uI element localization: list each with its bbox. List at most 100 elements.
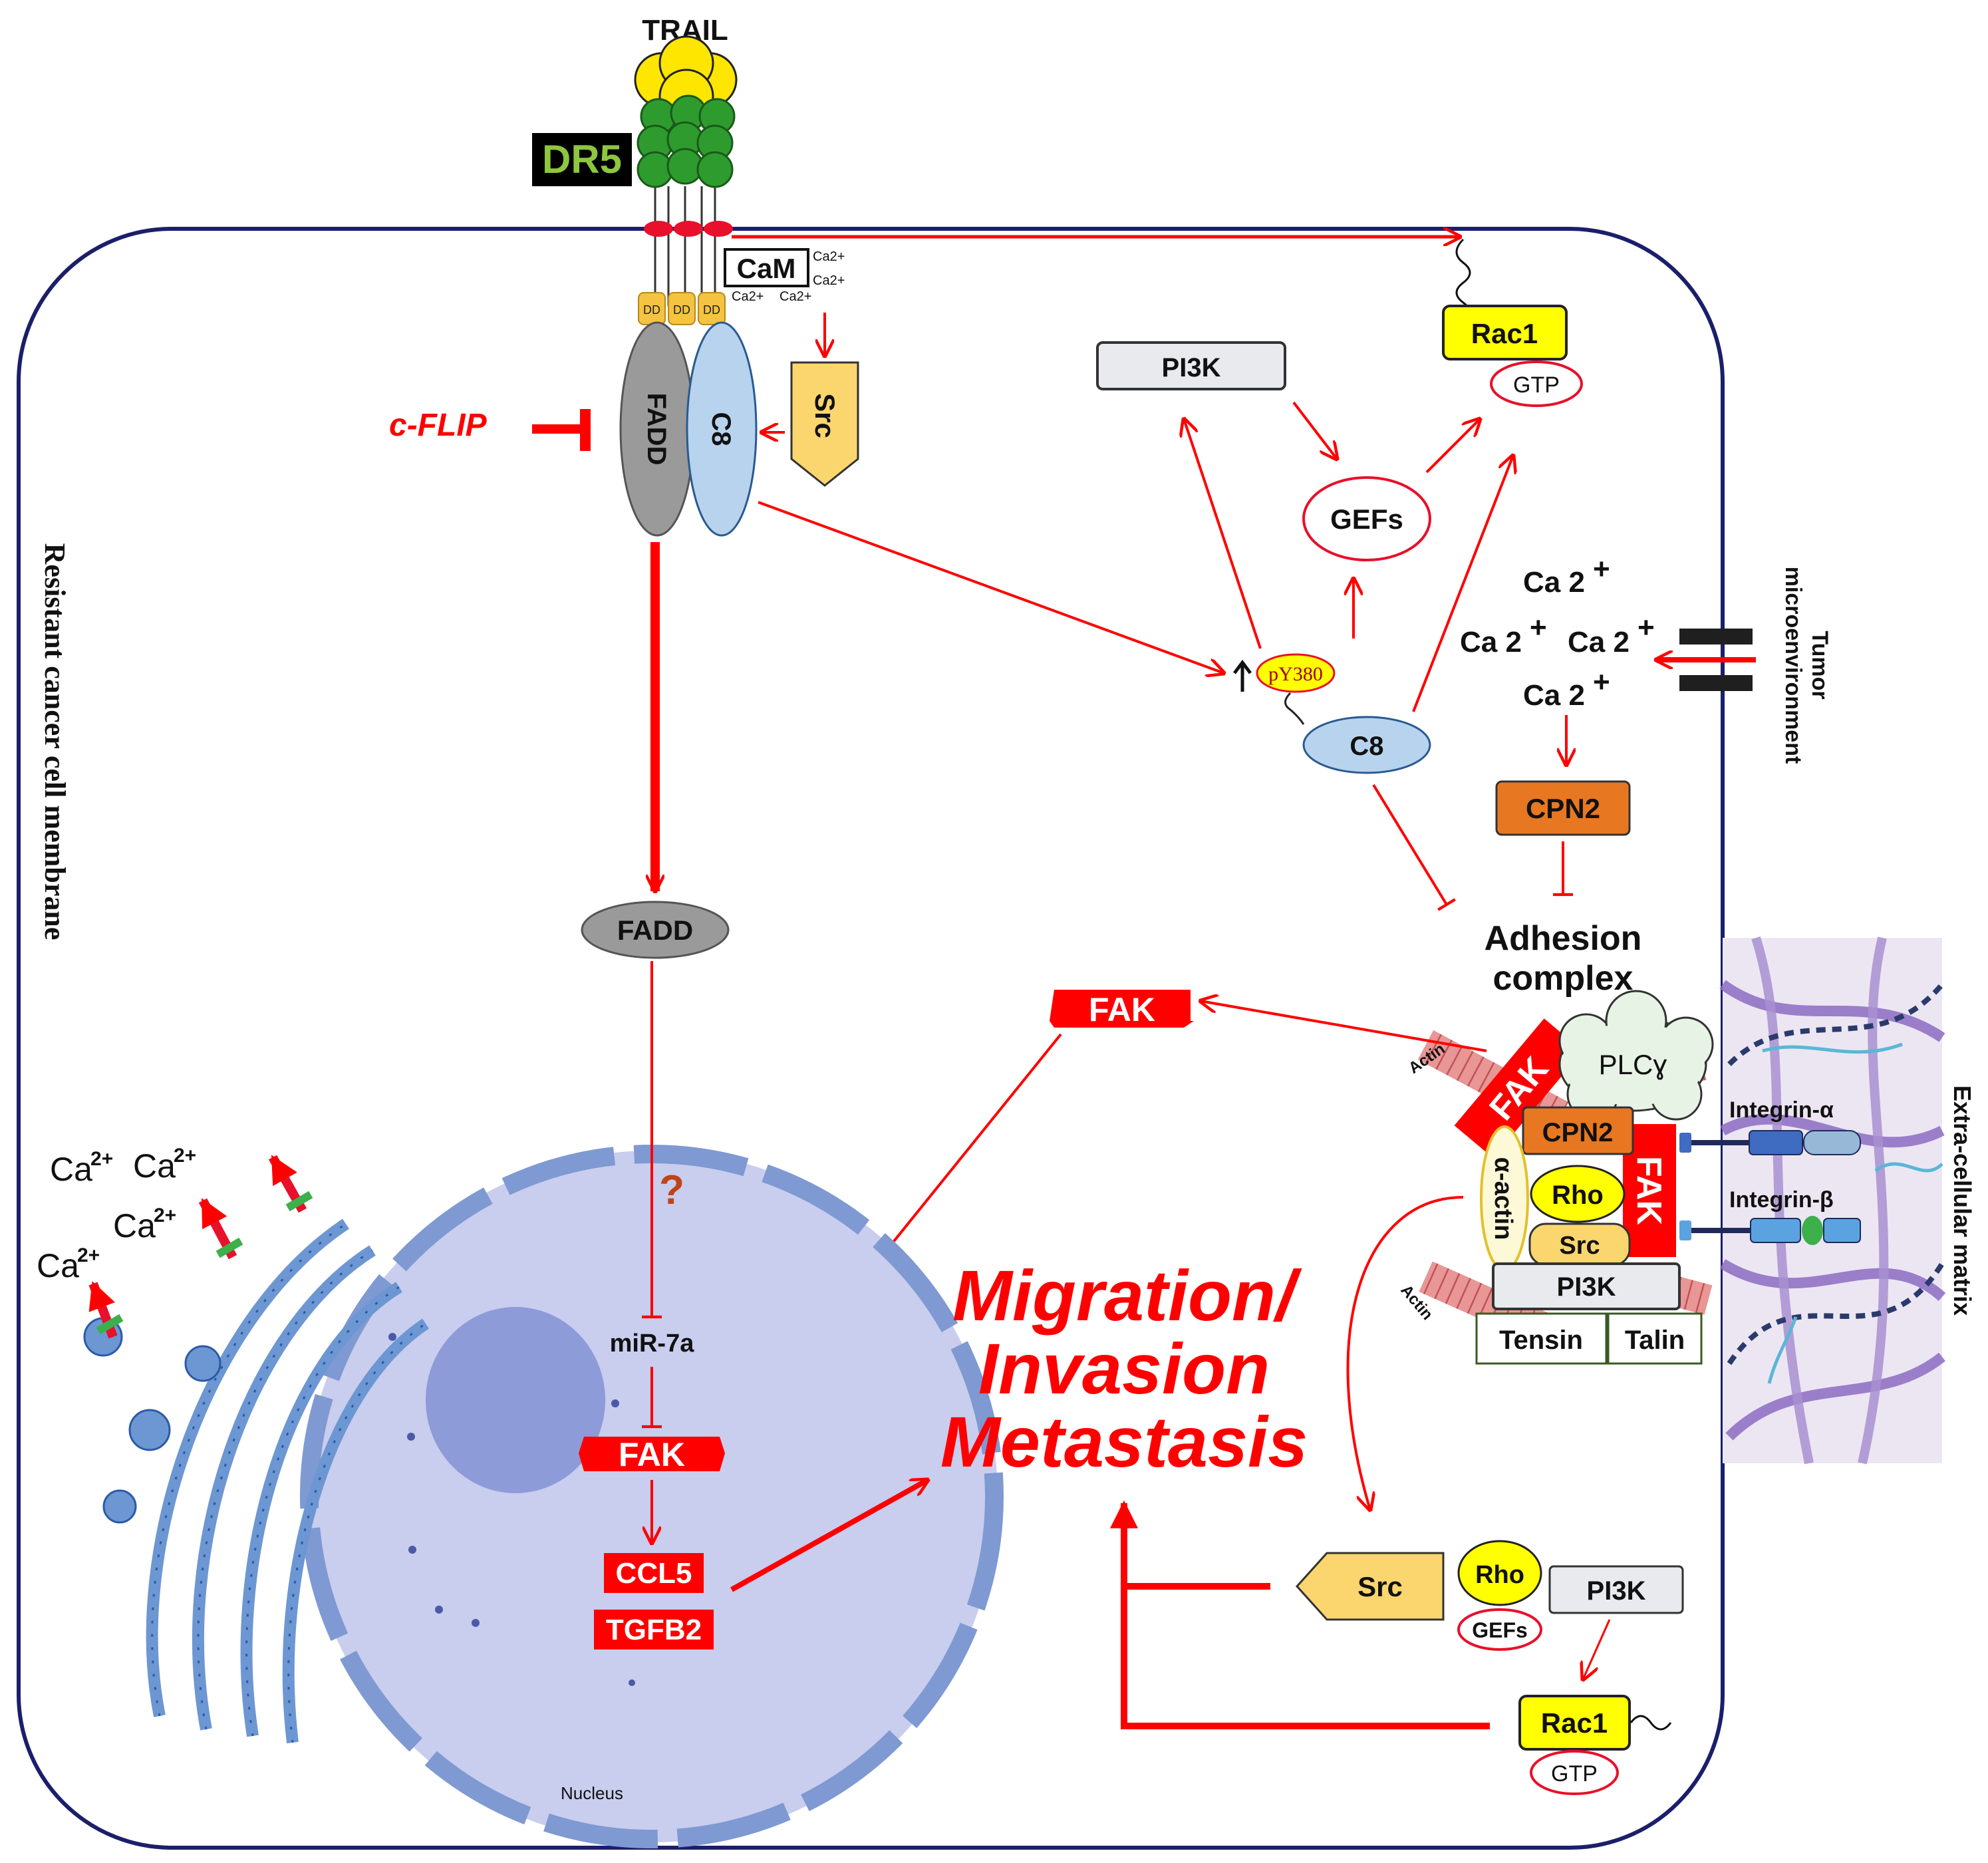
pi3k-complex: [1492, 1262, 1681, 1310]
adhesion-complex-title-1: Adhesion: [1485, 919, 1642, 958]
svg-text:2+: 2+: [90, 1148, 113, 1170]
migration-invasion-metastasis: Migration/ Invasion Metastasis: [940, 1255, 1308, 1482]
death-domains: DD DD DD: [638, 292, 726, 325]
ecm-label: Extra-cellular matrix: [1949, 1085, 1976, 1316]
c8-to-py380-arrow: [758, 501, 1224, 673]
pi3k-bottom-label: PI3K: [1587, 1576, 1646, 1606]
rho-bottom: [1457, 1540, 1542, 1606]
py380-badge: [1256, 653, 1336, 693]
pi3k-to-rac1-bottom-arrow: [1583, 1619, 1611, 1679]
dr5-label: DR5: [542, 137, 622, 182]
svg-text:2+: 2+: [174, 1145, 196, 1167]
src-top: [790, 361, 859, 487]
svg-text:Ca: Ca: [113, 1207, 156, 1244]
svg-text:Invasion: Invasion: [978, 1328, 1270, 1409]
plc-gamma-label: PLCɣ: [1599, 1049, 1667, 1080]
svg-text:DD: DD: [643, 303, 660, 317]
question-mark: ?: [659, 1167, 684, 1213]
svg-text:DD: DD: [703, 303, 720, 317]
mir7a-label: miR-7a: [610, 1330, 695, 1358]
cpn2-right-label: CPN2: [1526, 793, 1600, 824]
gefs-bottom-label: GEFs: [1472, 1618, 1528, 1642]
c8-right-label: C8: [1349, 732, 1383, 761]
gefs-bottom: [1457, 1608, 1542, 1651]
rho-complex: [1530, 1165, 1626, 1223]
integrin-alpha: [1749, 1130, 1803, 1155]
genes-to-migration-arrow: [730, 1480, 928, 1592]
gtp-top-label: GTP: [1513, 372, 1560, 398]
adhesion-to-src-arrow: [1346, 1196, 1464, 1510]
ecm-image: [1719, 936, 1946, 1465]
svg-text:Tumor: Tumor: [1807, 631, 1832, 699]
gtp-bottom: [1530, 1750, 1619, 1795]
rac1-top-label: Rac1: [1471, 318, 1538, 349]
fak-nucleus-label: FAK: [619, 1436, 685, 1473]
nucleus-label: Nucleus: [561, 1783, 623, 1803]
svg-text:Ca: Ca: [133, 1147, 176, 1185]
cam-label: CaM: [737, 253, 796, 284]
rac1-bottom-label: Rac1: [1541, 1707, 1608, 1739]
fak-vertical-label: FAK: [1630, 1156, 1668, 1225]
integrin-beta: [1750, 1218, 1801, 1243]
fak-diagonal: [1454, 1018, 1583, 1159]
svg-text:Ca 2: Ca 2: [1460, 626, 1522, 658]
svg-text:+: +: [1637, 611, 1655, 644]
svg-text:Ca2+: Ca2+: [813, 273, 845, 288]
fak-floating-label: FAK: [1089, 991, 1155, 1028]
fadd-free: [581, 901, 730, 959]
pi3k-complex-label: PI3K: [1557, 1272, 1616, 1302]
fak-floating: [1050, 990, 1194, 1028]
er-calcium-release: Ca 2+ Ca 2+ Ca 2+ Ca 2+: [37, 1145, 313, 1339]
rho-complex-label: Rho: [1552, 1181, 1604, 1210]
py380-label: pY380: [1268, 663, 1323, 685]
talin-label: Talin: [1625, 1326, 1685, 1355]
rac1-bottom: [1518, 1695, 1631, 1751]
talin: [1607, 1312, 1703, 1365]
svg-text:Migration/: Migration/: [952, 1255, 1302, 1336]
gtp-top: [1490, 360, 1583, 407]
svg-text:Ca 2: Ca 2: [1568, 626, 1630, 658]
cam-box: [724, 248, 809, 287]
endoplasmic-reticulum: [83, 1218, 430, 1744]
svg-text:Extra-cellular matrix: Extra-cellular matrix: [1949, 1085, 1976, 1316]
pi3k-bottom: [1548, 1565, 1684, 1614]
svg-text:Ca2+: Ca2+: [813, 249, 845, 264]
ccl5-label: CCL5: [616, 1557, 692, 1590]
c8-inhibit-adhesion: [1372, 784, 1456, 911]
adhesion-complex: Actin Actin FAK PLCɣ FAK CPN2: [1397, 990, 1861, 1365]
gefs-top: [1302, 476, 1431, 561]
svg-text:2+: 2+: [77, 1244, 100, 1266]
cpn2-complex: [1522, 1106, 1634, 1155]
tgfb2-label: TGFB2: [606, 1614, 702, 1646]
tgfb2-box: [594, 1610, 714, 1649]
adhesion-complex-title-2: complex: [1493, 959, 1633, 998]
c8-disc: [686, 321, 758, 537]
c8-right: [1302, 716, 1431, 774]
svg-text:Ca: Ca: [37, 1247, 79, 1284]
rac1-return-arrow: [1110, 1500, 1490, 1729]
integrin-alpha-label: Integrin-α: [1729, 1097, 1834, 1123]
cam-calcium: Ca2+ Ca2+ Ca2+ Ca2+: [732, 249, 845, 304]
calcium-channel-top: [1679, 629, 1753, 645]
src-complex-label: Src: [1559, 1232, 1600, 1260]
c8-disc-label: C8: [706, 412, 736, 446]
svg-text:2+: 2+: [154, 1205, 176, 1226]
svg-text:Ca: Ca: [50, 1151, 92, 1188]
src-bottom: [1295, 1552, 1445, 1621]
cflip-label: c-FLIP: [389, 408, 488, 443]
integrin-beta-label: Integrin-β: [1729, 1187, 1834, 1213]
svg-text:Ca2+: Ca2+: [732, 289, 764, 304]
src-bottom-label: Src: [1357, 1571, 1403, 1602]
cpn2-complex-label: CPN2: [1542, 1118, 1614, 1147]
gefs-top-label: GEFs: [1330, 503, 1403, 535]
dr5-badge: [532, 133, 632, 186]
pi3k-to-gefs-arrow: [1292, 401, 1337, 459]
rac1-bottom-anchor: [1630, 1715, 1672, 1731]
svg-text:microenvironment: microenvironment: [1780, 567, 1806, 764]
rho-bottom-label: Rho: [1475, 1561, 1524, 1589]
c8-to-rac1-arrow: [1412, 456, 1513, 712]
pi3k-top: [1096, 341, 1286, 390]
dr5-receptor: [637, 94, 736, 306]
svg-text:Ca 2: Ca 2: [1523, 566, 1585, 599]
